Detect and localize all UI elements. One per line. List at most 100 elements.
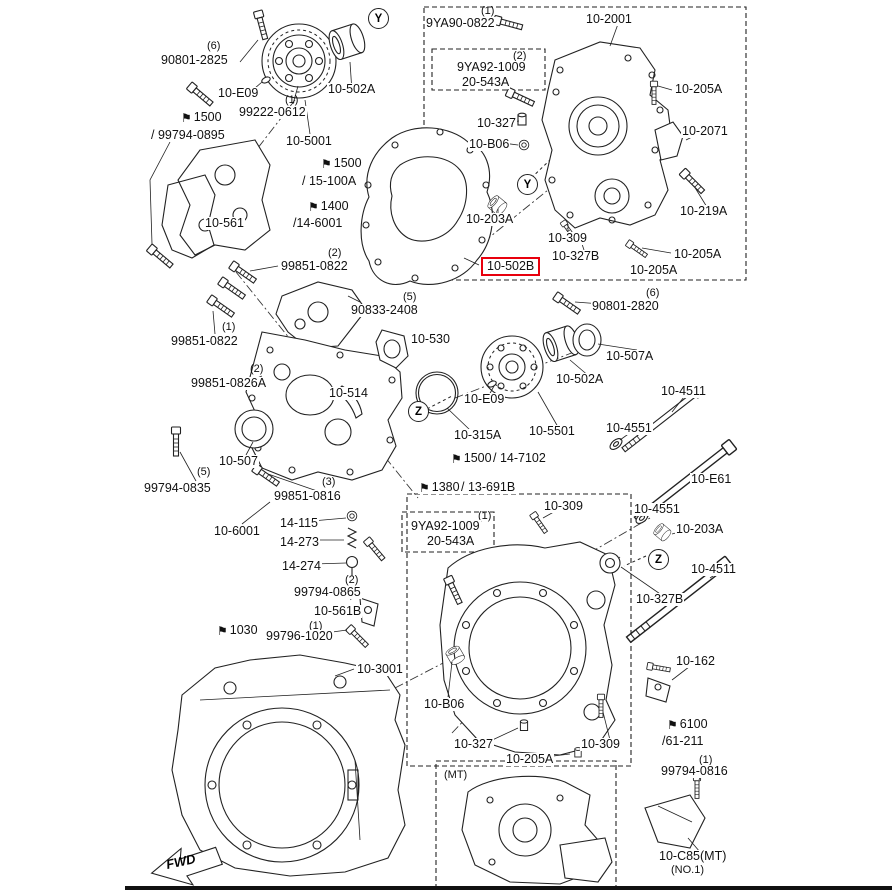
part-label[interactable]: ⚑1030 xyxy=(216,623,259,638)
part-label[interactable]: 10-205A xyxy=(505,752,555,767)
part-label[interactable]: 10-3001 xyxy=(356,662,404,677)
part-label[interactable]: 20-543A xyxy=(461,75,511,90)
part-label[interactable]: 10-309 xyxy=(580,737,621,752)
part-label[interactable]: 10-E09 xyxy=(217,86,260,101)
part-label[interactable]: 10-4551 xyxy=(605,421,653,436)
part-label[interactable]: 99851-0826A xyxy=(190,376,268,391)
part-label[interactable]: 10-B06 xyxy=(423,697,466,712)
part-label[interactable]: 10-5001 xyxy=(285,134,333,149)
part-label[interactable]: 10-530 xyxy=(410,332,451,347)
part-number-text: 10-502A xyxy=(328,82,376,96)
part-label[interactable]: 10-203A xyxy=(675,522,725,537)
part-number-text: 10-4511 xyxy=(691,562,736,576)
part-label[interactable]: / 15-100A xyxy=(301,174,358,189)
part-number-text: 10-507A xyxy=(606,349,654,363)
part-label[interactable]: ⚑1500 xyxy=(450,451,493,466)
part-label[interactable]: 10-C85(MT) xyxy=(658,849,728,864)
part-label[interactable]: ⚑1500 xyxy=(320,156,363,171)
part-label[interactable]: 99796-1020 xyxy=(265,629,334,644)
part-label[interactable]: 10-205A xyxy=(673,247,723,262)
part-label[interactable]: 90801-2820 xyxy=(591,299,660,314)
part-label[interactable]: / 14-7102 xyxy=(492,451,547,466)
part-label[interactable]: 10-205A xyxy=(674,82,724,97)
part-number-text: (5) xyxy=(197,466,211,478)
part-number-text: 10-315A xyxy=(454,428,502,442)
part-label[interactable]: 99794-0865 xyxy=(293,585,362,600)
oil-seal-drawing xyxy=(234,409,274,449)
part-label[interactable]: 99222-0612 xyxy=(238,105,307,120)
part-label[interactable]: 10-507 xyxy=(218,454,259,469)
part-label[interactable]: / 99794-0895 xyxy=(150,128,226,143)
part-label[interactable]: 10-4511 xyxy=(690,562,737,577)
part-label[interactable]: 10-E09 xyxy=(463,392,506,407)
part-label[interactable]: 10-561 xyxy=(204,216,245,231)
part-label[interactable]: 10-219A xyxy=(679,204,729,219)
part-label[interactable]: / 13-691B xyxy=(460,480,517,495)
part-number-text: / 15-100A xyxy=(302,174,357,188)
part-label[interactable]: 10-2071 xyxy=(681,124,729,139)
quantity-label: (1) xyxy=(477,510,492,523)
part-label[interactable]: 99794-0835 xyxy=(143,481,212,496)
part-number-text: 10-219A xyxy=(680,204,728,218)
part-label[interactable]: 10-315A xyxy=(453,428,503,443)
part-label[interactable]: 10-327 xyxy=(476,116,517,131)
part-label[interactable]: 10-309 xyxy=(543,499,584,514)
part-number-text: 10-E09 xyxy=(464,392,505,406)
part-number-text: 10-B06 xyxy=(424,697,465,711)
part-label[interactable]: 10-B06 xyxy=(468,137,511,152)
part-label[interactable]: ⚑1500 xyxy=(180,110,223,125)
water-pump-bracket-drawing xyxy=(161,139,271,259)
part-label[interactable]: /14-6001 xyxy=(292,216,344,231)
group-box-bolt-set-top xyxy=(431,48,546,91)
part-label[interactable]: 90801-2825 xyxy=(160,53,229,68)
quantity-label: (6) xyxy=(645,287,660,300)
part-number-text: 90833-2408 xyxy=(351,303,418,317)
part-label[interactable]: 99851-0822 xyxy=(280,259,349,274)
part-number-text: 10-4511 xyxy=(661,384,706,398)
part-label[interactable]: 99851-0816 xyxy=(273,489,342,504)
part-number-text: 99222-0612 xyxy=(239,105,306,119)
o-ring-drawing xyxy=(415,371,459,415)
part-label[interactable]: 10-309 xyxy=(547,231,588,246)
part-label[interactable]: 10-203A xyxy=(465,212,515,227)
part-label[interactable]: 20-543A xyxy=(426,534,476,549)
part-number-text: (1) xyxy=(285,94,299,106)
part-label[interactable]: 10-205A xyxy=(629,263,679,278)
part-label[interactable]: 10-561B xyxy=(313,604,363,619)
part-label[interactable]: 9YA90-0822 xyxy=(425,16,496,31)
part-label-selected[interactable]: 10-502B xyxy=(481,257,541,277)
part-label[interactable]: 10-2001 xyxy=(585,12,633,27)
part-label[interactable]: 10-514 xyxy=(328,386,369,401)
part-label[interactable]: 99794-0816 xyxy=(660,764,729,779)
part-label[interactable]: 99851-0822 xyxy=(170,334,239,349)
part-label[interactable]: 14-273 xyxy=(279,535,320,550)
plug-10-327B-lower xyxy=(599,552,621,574)
part-label[interactable]: 9YA92-1009 xyxy=(410,519,481,534)
part-label[interactable]: 10-5501 xyxy=(528,424,576,439)
part-number-text: 10-327 xyxy=(477,116,516,130)
part-number-text: (1) xyxy=(222,321,236,333)
part-label[interactable]: 10-502A xyxy=(555,372,605,387)
part-label[interactable]: 10-162 xyxy=(675,654,716,669)
part-label[interactable]: 10-327B xyxy=(635,592,685,607)
part-label[interactable]: 10-507A xyxy=(605,349,655,364)
part-label[interactable]: 14-115 xyxy=(279,516,319,531)
part-label[interactable]: 10-4551 xyxy=(633,502,681,517)
part-label[interactable]: 10-E61 xyxy=(690,472,733,487)
part-label[interactable]: /61-211 xyxy=(661,734,705,749)
part-label[interactable]: 90833-2408 xyxy=(350,303,419,318)
part-label[interactable]: 14-274 xyxy=(281,559,322,574)
part-label[interactable]: 10-4511 xyxy=(660,384,707,399)
part-label[interactable]: 10-327 xyxy=(453,737,494,752)
part-label[interactable]: 9YA92-1009 xyxy=(456,60,527,75)
part-number-text: (1) xyxy=(699,754,713,766)
applicability-flag-icon: ⚑ xyxy=(667,717,678,732)
part-label[interactable]: 10-6001 xyxy=(213,524,261,539)
part-label[interactable]: 10-502A xyxy=(327,82,377,97)
part-label[interactable]: ⚑1380 xyxy=(418,480,461,495)
part-label[interactable]: ⚑1400 xyxy=(307,199,350,214)
part-label[interactable]: 10-327B xyxy=(551,249,601,264)
part-label[interactable]: ⚑6100 xyxy=(666,717,709,732)
part-number-text: 9YA92-1009 xyxy=(411,519,480,533)
part-number-text: 1380 xyxy=(431,480,460,494)
